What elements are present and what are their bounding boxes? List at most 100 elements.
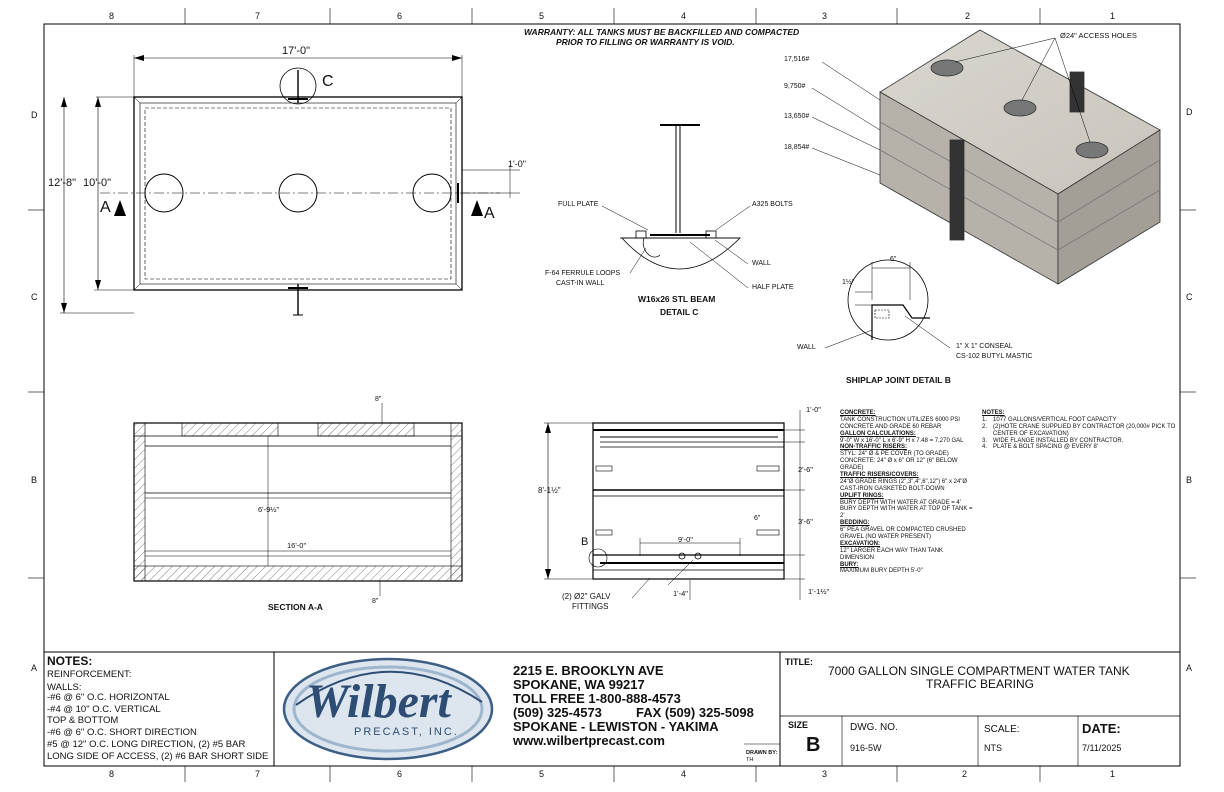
zone-bottom-8: 8 bbox=[109, 769, 115, 779]
overall-height-dim: 8'-1½" bbox=[538, 486, 561, 495]
zone-top-7: 7 bbox=[255, 11, 261, 21]
scale-label: SCALE: bbox=[984, 724, 1020, 735]
zone-top-6: 6 bbox=[397, 11, 403, 21]
scale-value: NTS bbox=[984, 743, 1002, 753]
detail-b-marker: B bbox=[581, 536, 589, 548]
zone-bottom-5: 5 bbox=[539, 769, 545, 779]
half-plate-label: HALF PLATE bbox=[752, 284, 794, 291]
size-value: B bbox=[806, 734, 821, 756]
zone-bottom-7: 7 bbox=[255, 769, 261, 779]
date-label: DATE: bbox=[1082, 721, 1121, 736]
notes-line: LONG SIDE OF ACCESS, (2) #6 BAR SHORT SI… bbox=[47, 751, 269, 762]
zone-top-2: 2 bbox=[965, 11, 971, 21]
company-website[interactable]: www.wilbertprecast.com bbox=[513, 733, 665, 748]
section-bottom-dim: 8" bbox=[372, 598, 379, 605]
zone-right-a: A bbox=[1186, 663, 1193, 673]
detail-b-title: SHIPLAP JOINT DETAIL B bbox=[846, 375, 951, 385]
detail-c-title-1: W16x26 STL BEAM bbox=[638, 294, 716, 304]
notes-line: -#6 @ 6" O.C. HORIZONTAL bbox=[47, 692, 170, 703]
ferrule-label-1: F-64 FERRULE LOOPS bbox=[545, 270, 621, 277]
drawing-title-2: TRAFFIC BEARING bbox=[926, 677, 1035, 691]
fittings-label-2: FITTINGS bbox=[572, 602, 609, 611]
zone-right-d: D bbox=[1186, 107, 1193, 117]
spec-block: CONCRETE:TANK CONSTRUCTION UTILIZES 6000… bbox=[840, 410, 978, 575]
spec-item: BEDDING:6" PEA GRAVEL OR COMPACTED CRUSH… bbox=[840, 520, 966, 541]
elev-dim-14: 1'-4" bbox=[673, 589, 688, 598]
detail-c-title-2: DETAIL C bbox=[660, 307, 699, 317]
zone-bottom-6: 6 bbox=[397, 769, 403, 779]
detail-c-wall-label: WALL bbox=[752, 260, 771, 267]
section-top-dim: 8" bbox=[375, 396, 382, 403]
detail-b-height-dim: 1½" bbox=[842, 279, 855, 286]
zone-bottom-4: 4 bbox=[681, 769, 687, 779]
weight-3: 13,650# bbox=[784, 113, 810, 120]
company-fax: FAX (509) 325-5098 bbox=[636, 705, 754, 720]
dwg-no-value: 916-5W bbox=[850, 743, 882, 753]
notes-line: -#6 @ 6" O.C. SHORT DIRECTION bbox=[47, 727, 197, 738]
conseal-label-2: CS-102 BUTYL MASTIC bbox=[956, 353, 1033, 360]
zone-top-4: 4 bbox=[681, 11, 687, 21]
company-tollfree: TOLL FREE 1-800-888-4573 bbox=[513, 691, 681, 706]
access-holes-label: Ø24" ACCESS HOLES bbox=[1060, 31, 1137, 40]
title-label: TITLE: bbox=[785, 657, 813, 667]
zone-bottom-2: 2 bbox=[962, 769, 968, 779]
plan-length-dim: 17'-0" bbox=[282, 45, 311, 57]
ferrule-label-2: CAST-IN WALL bbox=[556, 280, 605, 287]
zone-top-1: 1 bbox=[1110, 11, 1116, 21]
zone-top-3: 3 bbox=[822, 11, 828, 21]
notes-line: TOP & BOTTOM bbox=[47, 715, 119, 726]
conseal-label-1: 1" X 1" CONSEAL bbox=[956, 343, 1013, 350]
zone-right-c: C bbox=[1186, 292, 1193, 302]
logo-name: Wilbert bbox=[306, 675, 451, 728]
elev-dim-9: 9'-0" bbox=[678, 535, 693, 544]
weight-1: 17,516# bbox=[784, 56, 810, 63]
zone-left-a: A bbox=[31, 663, 38, 673]
full-plate-label: FULL PLATE bbox=[558, 201, 599, 208]
elev-dim-upper: 2'-6" bbox=[798, 465, 813, 474]
drawn-by-label: DRAWN BY: bbox=[746, 750, 778, 756]
zone-left-d: D bbox=[31, 110, 38, 120]
spec-item: EXCAVATION:12" LARGER EACH WAY THAN TANK… bbox=[840, 540, 944, 561]
elev-dim-6: 6" bbox=[754, 515, 761, 522]
spec-note-item: 3.WIDE FLANGE INSTALLED BY CONTRACTOR. bbox=[982, 437, 1124, 444]
detail-b-width-dim: 6" bbox=[890, 256, 897, 263]
section-length-dim: 16'-0" bbox=[287, 541, 307, 550]
zone-left-b: B bbox=[31, 475, 38, 485]
spec-notes: NOTES: 1.1077 GALLONS/VERTICAL FOOT CAPA… bbox=[982, 410, 1176, 451]
warranty-line-2: PRIOR TO FILLING OR WARRANTY IS VOID. bbox=[556, 37, 735, 47]
logo-subtitle: PRECAST, INC. bbox=[354, 726, 459, 738]
notes-line: REINFORCEMENT: bbox=[47, 669, 132, 680]
drawing-title-1: 7000 GALLON SINGLE COMPARTMENT WATER TAN… bbox=[828, 664, 1130, 678]
section-height-dim: 6'-9½" bbox=[258, 505, 280, 514]
zone-top-8: 8 bbox=[109, 11, 115, 21]
notes-line: WALLS: bbox=[47, 682, 82, 693]
fittings-label-1: (2) Ø2" GALV bbox=[562, 592, 611, 601]
notes-title: NOTES: bbox=[47, 654, 93, 668]
detail-b-wall-label: WALL bbox=[797, 344, 816, 351]
zone-right-b: B bbox=[1186, 475, 1193, 485]
warranty-line-1: WARRANTY: ALL TANKS MUST BE BACKFILLED A… bbox=[524, 27, 800, 37]
zone-left-c: C bbox=[31, 292, 38, 302]
spec-item: CONCRETE:TANK CONSTRUCTION UTILIZES 6000… bbox=[840, 410, 960, 430]
spec-item: GALLON CALCULATIONS:9'-0" W x 16'-0" L x… bbox=[840, 430, 964, 444]
section-aa-title: SECTION A-A bbox=[268, 602, 323, 612]
section-marker-right: A bbox=[484, 205, 495, 222]
spec-note-item: 4.PLATE & BOLT SPACING @ EVERY 8' bbox=[982, 444, 1098, 451]
spec-item: TRAFFIC RISERS/COVERS:24"Ø GRADE RINGS (… bbox=[840, 472, 968, 492]
detail-c-marker: C bbox=[322, 73, 334, 90]
elev-dim-bottom: 1'-1½" bbox=[808, 587, 830, 596]
weight-2: 9,750# bbox=[784, 83, 806, 90]
company-address-2: SPOKANE, WA 99217 bbox=[513, 677, 645, 692]
wilbert-logo bbox=[282, 657, 494, 761]
spec-note-item: 2.(2)HOTE CRANE SUPPLIED BY CONTRACTOR (… bbox=[982, 423, 1176, 437]
bolts-label: A325 BOLTS bbox=[752, 201, 793, 208]
notes-line: #5 @ 12" O.C. LONG DIRECTION, (2) #5 BAR bbox=[47, 739, 246, 750]
spec-item: NON-TRAFFIC RISERS:STYL: 24" Ø & PE COVE… bbox=[840, 444, 958, 472]
weight-4: 18,854# bbox=[784, 144, 810, 151]
elev-dim-lower: 3'-6" bbox=[798, 517, 813, 526]
section-marker-left: A bbox=[100, 199, 111, 216]
zone-top-5: 5 bbox=[539, 11, 545, 21]
spec-item: UPLIFT RINGS:BURY DEPTH WITH WATER AT GR… bbox=[840, 492, 973, 520]
